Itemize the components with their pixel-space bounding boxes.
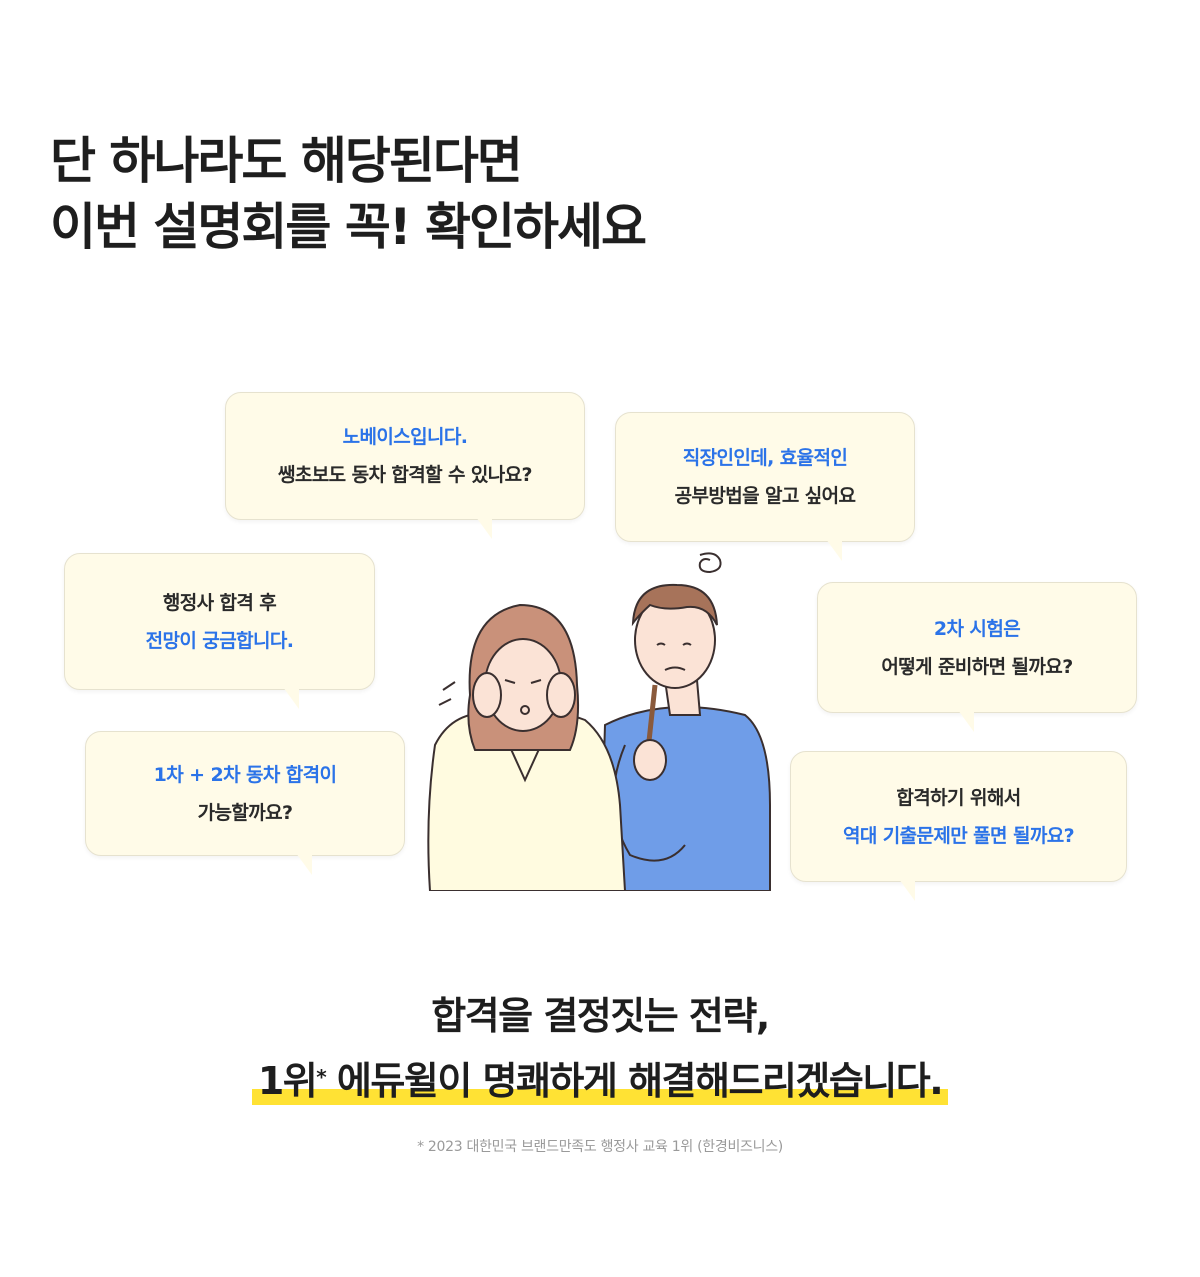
- closing-line-2: 1위* 에듀윌이 명쾌하게 해결해드리겠습니다.: [251, 1053, 949, 1109]
- question-bubble-simultaneous-pass: 1차 + 2차 동차 합격이 가능할까요?: [85, 731, 405, 875]
- closing-line-2-text: 1위* 에듀윌이 명쾌하게 해결해드리겠습니다.: [257, 1059, 944, 1103]
- bubble-line-2: 쌩초보도 동차 합격할 수 있나요?: [278, 464, 533, 486]
- worried-couple-illustration: [427, 552, 771, 891]
- question-bubble-past-exams: 합격하기 위해서 역대 기출문제만 풀면 될까요?: [790, 751, 1127, 901]
- bubble-line-2: 공부방법을 알고 싶어요: [674, 485, 856, 507]
- bubble-tail: [296, 853, 312, 875]
- headline: 단 하나라도 해당된다면 이번 설명회를 꼭! 확인하세요: [50, 128, 647, 260]
- question-bubble-no-base: 노베이스입니다. 쌩초보도 동차 합격할 수 있나요?: [225, 392, 585, 539]
- headline-line-2: 이번 설명회를 꼭! 확인하세요: [50, 198, 647, 256]
- question-bubble-office-worker: 직장인인데, 효율적인 공부방법을 알고 싶어요: [615, 412, 915, 561]
- headline-line-1: 단 하나라도 해당된다면: [50, 132, 523, 190]
- question-bubble-prospects: 행정사 합격 후 전망이 궁금합니다.: [64, 553, 375, 709]
- footnote: * 2023 대한민국 브랜드만족도 행정사 교육 1위 (한경비즈니스): [417, 1139, 783, 1155]
- closing-line-2-rest: 에듀윌이 명쾌하게 해결해드리겠습니다.: [325, 1059, 944, 1103]
- question-bubble-second-exam: 2차 시험은 어떻게 준비하면 될까요?: [817, 582, 1137, 732]
- closing-line-1: 합격을 결정짓는 전략,: [431, 994, 770, 1038]
- closing-message: 합격을 결정짓는 전략, 1위* 에듀윌이 명쾌하게 해결해드리겠습니다.: [0, 985, 1200, 1109]
- bubble-line-1: 2차 시험은: [933, 617, 1021, 640]
- bubble-line-2: 역대 기출문제만 풀면 될까요?: [842, 824, 1075, 847]
- bubble-tail: [476, 517, 492, 539]
- bubble-line-1: 1차 + 2차 동차 합격이: [153, 763, 337, 786]
- bubble-tail: [899, 879, 915, 901]
- bubble-line-2: 전망이 궁금합니다.: [145, 629, 294, 652]
- bubble-tail: [283, 687, 299, 709]
- rank-text: 1위: [257, 1059, 318, 1103]
- bubble-tail: [958, 710, 974, 732]
- bubble-tail: [826, 539, 842, 561]
- bubble-line-1: 합격하기 위해서: [896, 786, 1021, 809]
- footnote-mark: *: [316, 1065, 326, 1089]
- bubble-line-2: 가능할까요?: [197, 801, 293, 824]
- highlight-underline: [251, 1089, 949, 1105]
- bubble-line-1: 노베이스입니다.: [342, 426, 468, 448]
- bubble-line-2: 어떻게 준비하면 될까요?: [881, 655, 1073, 678]
- bubble-line-1: 행정사 합격 후: [162, 591, 277, 614]
- bubble-line-1: 직장인인데, 효율적인: [682, 447, 848, 469]
